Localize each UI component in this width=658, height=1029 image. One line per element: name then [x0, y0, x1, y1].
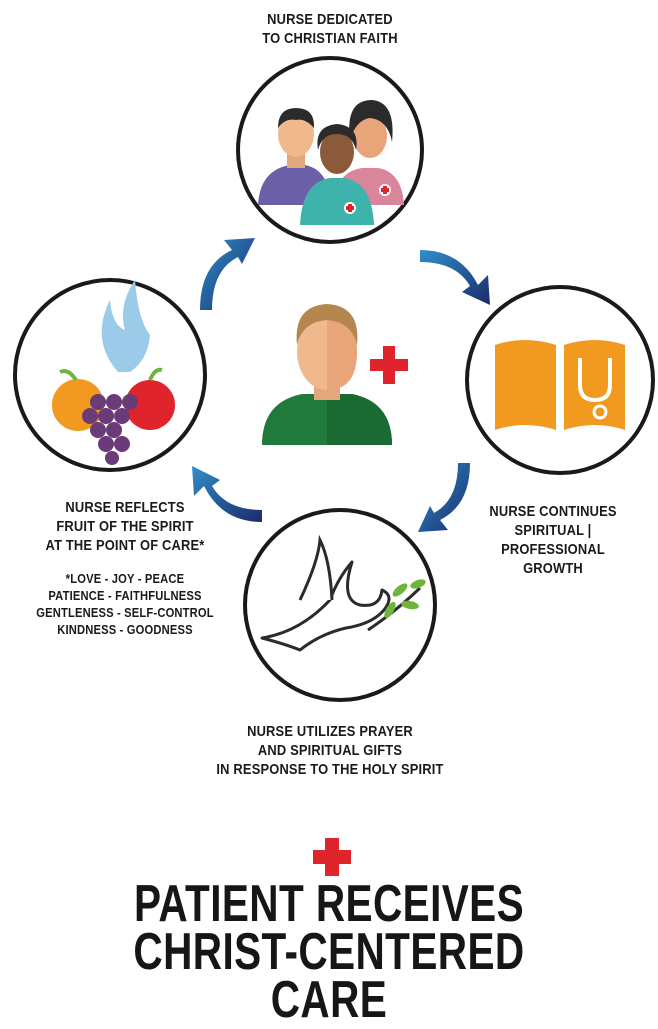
label-nurse-dedicated: NURSE DEDICATED TO CHRISTIAN FAITH — [201, 10, 459, 48]
title-line: CHRIST-CENTERED CARE — [133, 923, 525, 1029]
label-nurse-continues: NURSE CONTINUES SPIRITUAL | PROFESSIONAL… — [463, 502, 644, 578]
virtue-line: PATIENCE - FAITHFULNESS — [48, 588, 202, 603]
book-stethoscope-icon — [465, 285, 655, 475]
label-line: GROWTH — [523, 560, 583, 577]
label-line: AT THE POINT OF CARE* — [45, 537, 205, 554]
virtue-line: KINDNESS - GOODNESS — [57, 622, 193, 637]
nurse-with-cross-icon — [262, 304, 392, 445]
virtue-line: GENTLENESS - SELF-CONTROL — [36, 605, 214, 620]
label-nurse-utilizes: NURSE UTILIZES PRAYER AND SPIRITUAL GIFT… — [175, 722, 485, 779]
cycle-arrows — [192, 238, 490, 532]
dove-olive-branch-icon — [243, 508, 437, 702]
label-nurse-reflects: NURSE REFLECTS FRUIT OF THE SPIRIT AT TH… — [26, 498, 224, 555]
nurses-group-icon — [236, 56, 424, 244]
cycle-diagram — [13, 56, 655, 876]
label-line: AND SPIRITUAL GIFTS — [257, 742, 403, 759]
virtue-line: *LOVE - JOY - PEACE — [65, 571, 185, 586]
red-cross-icon — [370, 346, 408, 384]
label-line: FRUIT OF THE SPIRIT — [56, 518, 194, 535]
arrow-bottom-left — [192, 466, 262, 522]
arrow-right-bottom — [418, 463, 470, 532]
label-line: NURSE DEDICATED — [267, 11, 393, 28]
title-line: PATIENT RECEIVES — [133, 875, 525, 933]
label-line: NURSE UTILIZES PRAYER — [247, 723, 413, 740]
label-line: NURSE CONTINUES — [489, 503, 617, 520]
label-line: SPIRITUAL | PROFESSIONAL — [501, 522, 605, 558]
arrow-top-right — [420, 250, 490, 305]
title-cross-icon — [313, 838, 351, 876]
fruit-flame-icon — [13, 278, 207, 472]
label-line: NURSE REFLECTS — [65, 499, 185, 516]
virtues-list: *LOVE - JOY - PEACE PATIENCE - FAITHFULN… — [26, 570, 224, 638]
arrow-left-top — [200, 238, 255, 310]
label-line: IN RESPONSE TO THE HOLY SPIRIT — [216, 761, 444, 778]
label-line: TO CHRISTIAN FAITH — [262, 30, 398, 47]
page-title: PATIENT RECEIVES CHRIST-CENTERED CARE — [104, 875, 555, 1029]
